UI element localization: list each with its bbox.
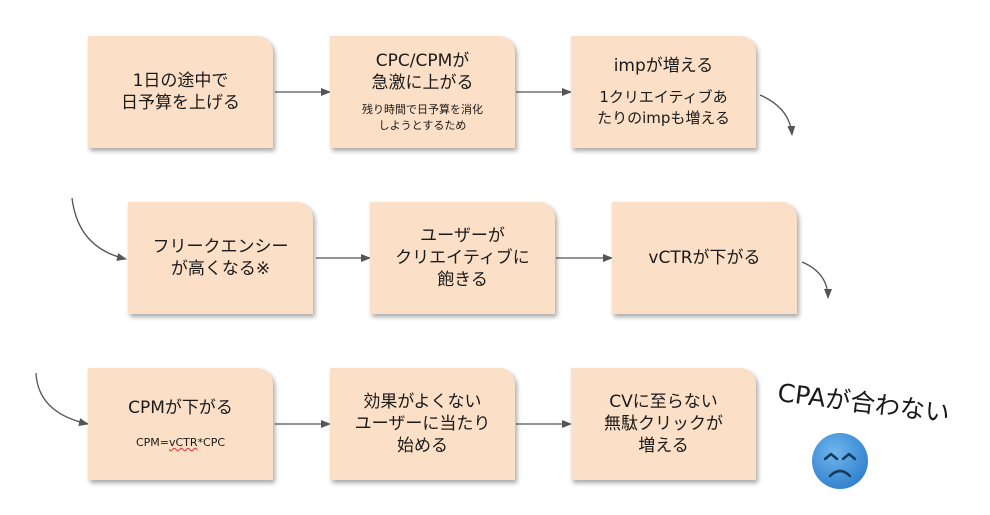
sad-face-icon	[812, 433, 868, 489]
curve-arrow-r3-in	[35, 372, 89, 426]
flow-box-text: impが増える	[613, 56, 714, 76]
flow-box-note: 残り時間で日予算を消化 しようとするため	[362, 103, 483, 132]
flow-box-wasted-clicks: CVに至らない 無駄クリックが 増える	[571, 368, 756, 480]
flow-box-text: 1日の途中で 日予算を上げる	[121, 71, 240, 113]
flow-box-text: 効果がよくない ユーザーに当たり 始める	[354, 392, 491, 456]
flow-box-budget-raise: 1日の途中で 日予算を上げる	[88, 36, 273, 148]
flow-box-frequency-up: フリークエンシー が高くなる※	[128, 202, 313, 314]
flow-box-text: CPMが下がる	[128, 398, 233, 418]
formula-suffix: *CPC	[197, 436, 226, 449]
curve-arrow-r2-in	[71, 197, 127, 261]
flow-box-note: 1クリエイティブあ たりのimpも増える	[597, 88, 730, 127]
flow-box-text: CPC/CPMが 急激に上がる	[371, 51, 474, 93]
flow-box-imp-increase: impが増える 1クリエイティブあ たりのimpも増える	[571, 36, 756, 148]
flow-box-text: フリークエンシー が高くなる※	[152, 237, 289, 279]
formula-vctr: vCTR	[168, 436, 198, 449]
flow-box-user-fatigue: ユーザーが クリエイティブに 飽きる	[370, 202, 555, 314]
flow-box-vctr-down: vCTRが下がる	[612, 202, 797, 314]
flow-box-text: ユーザーが クリエイティブに 飽きる	[395, 226, 530, 290]
flow-box-text: CVに至らない 無駄クリックが 増える	[604, 392, 723, 456]
flow-box-formula: CPM=vCTR*CPC	[136, 435, 225, 451]
flow-box-cpc-cpm-rise: CPC/CPMが 急激に上がる 残り時間で日予算を消化 しようとするため	[330, 36, 515, 148]
curve-arrow-r2-out	[801, 261, 832, 299]
formula-prefix: CPM=	[135, 436, 169, 449]
flow-box-low-quality-users: 効果がよくない ユーザーに当たり 始める	[330, 368, 515, 480]
curve-arrow-r1-out	[759, 94, 796, 136]
flow-box-cpm-down: CPMが下がる CPM=vCTR*CPC	[88, 368, 273, 480]
flow-box-text: vCTRが下がる	[648, 248, 761, 268]
